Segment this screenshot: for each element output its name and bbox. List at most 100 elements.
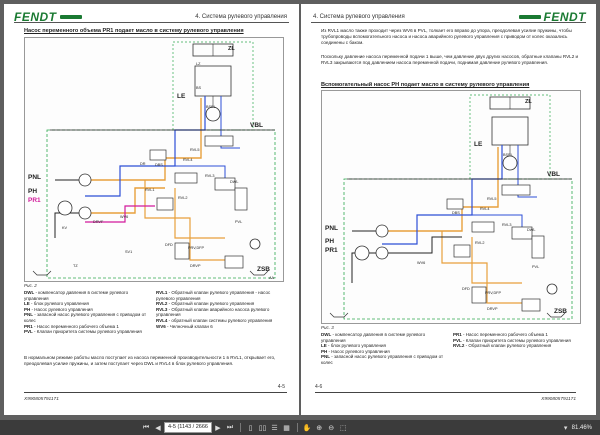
legend-item: PNL - запасной насос рулевого управления… (321, 354, 444, 365)
brand-logo: FENDT (14, 10, 82, 24)
label-dwl: DWL (527, 228, 536, 232)
figure-caption: Рис. 2 (24, 283, 37, 288)
label-dfd: DFD (165, 243, 173, 247)
legend-item: RVL4 - обратный клапан системы рулевого … (156, 317, 273, 323)
label-rvl5: RVL5 (190, 148, 200, 152)
chapter-title: 4. Система рулевого управления (313, 14, 405, 20)
legend-right: PR1 - Насос переменного рабочего объема … (453, 332, 579, 349)
page-number: 4-6 (315, 384, 323, 390)
label-rvl5: RVL5 (487, 197, 497, 201)
label-kv: KV (62, 226, 68, 230)
document-page-right: 4. Система рулевого управления FENDT Из … (301, 4, 596, 415)
last-page-button[interactable]: ⏭ (226, 423, 234, 431)
label-ph: PH (325, 238, 335, 245)
footer-rule (24, 392, 287, 393)
figure-caption: Рис. 3 (321, 325, 334, 330)
legend-left: DWL - компенсатор давления в системе рул… (24, 290, 148, 335)
label-wv6: WV6 (417, 261, 426, 265)
label-rvl3: RVL3 (205, 174, 215, 178)
label-sv1: SV1 (125, 250, 133, 254)
body-paragraph: Из RVL1 масло также проходит через WV6 в… (321, 28, 572, 45)
header-rule (14, 22, 289, 23)
label-zl: ZL (525, 99, 532, 105)
document-id: X990805791171 (541, 397, 576, 402)
legend-item: PR1 - Насос переменного рабочего объема … (24, 323, 119, 329)
label-zsb: ZSB (554, 308, 567, 315)
hand-tool-icon[interactable]: ✋ (302, 424, 312, 432)
legend-item: RVL2 - Обратный клапан рулевого управлен… (453, 343, 552, 349)
label-rvl4: RVL4 (480, 207, 490, 211)
label-rvl2: RVL2 (475, 241, 485, 245)
hydraulic-schematic-graphic (32, 41, 276, 279)
label-pvl: PVL (532, 265, 540, 269)
zoom-dropdown-icon[interactable]: ▾ (563, 424, 568, 432)
section-title: Насос переменного объема PR1 подает масл… (24, 28, 244, 34)
label-drvf: DRVF (93, 220, 104, 224)
header-rule (311, 22, 586, 23)
legend-item: DWL - компенсатор давления в системе рул… (321, 332, 426, 343)
legend-item: PR1 - Насос переменного рабочего объема … (453, 332, 548, 337)
legend-item: LE - блок рулевого управления (24, 301, 89, 307)
section-title: Вспомогательный насос PH подает масло в … (321, 82, 530, 88)
two-page-view-icon[interactable]: ▯▯ (258, 424, 267, 432)
label-le: LE (474, 141, 483, 148)
body-paragraph: В нормальном режиме работы масло поступа… (24, 355, 276, 366)
document-viewport[interactable]: FENDT 4. Система рулевого управления Нас… (0, 0, 600, 420)
legend-item: WV6 - Челночный клапан 6 (156, 323, 213, 329)
hydraulic-schematic-graphic (329, 94, 573, 320)
label-ph: PH (28, 188, 38, 195)
brand-logo: FENDT (518, 10, 587, 24)
brand-stripe-icon (59, 15, 82, 19)
legend-item: PVL - Клапан приоритета системы рулевого… (453, 337, 571, 343)
chapter-title: 4. Система рулевого управления (195, 14, 287, 20)
label-tz: TZ (73, 264, 78, 268)
fit-width-icon[interactable]: ⬚ (339, 424, 347, 432)
label-pr1: PR1 (28, 197, 41, 204)
label-aa: АА (269, 276, 275, 280)
label-pnl: PNL (28, 174, 41, 181)
next-page-button[interactable]: ▶ (215, 424, 221, 432)
legend-item: PH - Насос рулевого управления (321, 348, 390, 354)
label-drvp: DRVP (190, 264, 201, 268)
label-dwl: DWL (230, 180, 239, 184)
legend-item: DWL - компенсатор давления в системе рул… (24, 290, 129, 301)
label-zl: ZL (228, 46, 235, 52)
label-rvl3: RVL3 (502, 223, 512, 227)
toolbar-separator (239, 423, 241, 432)
label-wv6: WV6 (120, 215, 129, 219)
legend-item: PVL - Клапан приоритета системы рулевого… (24, 329, 142, 335)
single-page-view-icon[interactable]: ▯ (248, 424, 253, 432)
continuous-view-icon[interactable]: ☰ (271, 424, 278, 432)
label-drvp: DRVP (487, 307, 498, 311)
label-pvl: PVL (235, 220, 243, 224)
label-prv-dfp: PRV,DFP (485, 291, 502, 295)
hydraulic-diagram: ZL LE LZ BS BSEL VBL RVL5 RVL4 DBS DR RV… (24, 37, 284, 282)
footer-rule (315, 392, 576, 393)
document-page-left: FENDT 4. Система рулевого управления Нас… (4, 4, 299, 415)
page-number-field[interactable]: 4-5 (1143 / 2666 (164, 422, 212, 433)
zoom-out-icon[interactable]: ⊖ (328, 424, 335, 432)
brand-logo-text: FENDT (543, 10, 586, 24)
label-bsel: BSEL (503, 153, 513, 157)
label-le: LE (177, 93, 186, 100)
legend-left: DWL - компенсатор давления в системе рул… (321, 332, 445, 366)
thumbnails-icon[interactable]: ▦ (283, 424, 290, 432)
zoom-in-icon[interactable]: ⊕ (316, 424, 323, 432)
label-pnl: PNL (325, 225, 338, 232)
label-zsb: ZSB (257, 266, 270, 273)
legend-item: LE - блок рулевого управления (321, 343, 386, 349)
label-pr1: PR1 (325, 247, 338, 254)
toolbar-separator (296, 423, 298, 432)
label-rvl1: RVL1 (145, 188, 155, 192)
page-number: 4-5 (277, 384, 285, 390)
legend-right: RVL1 - Обратный клапан рулевого управлен… (156, 290, 282, 329)
legend-item: RVL3 - Обратный клапан аварийного насоса… (156, 306, 270, 318)
legend-item: PNL - запасной насос рулевого управления… (24, 312, 147, 323)
label-rvl4: RVL4 (183, 158, 193, 162)
label-bsel: BSEL (206, 105, 216, 109)
zoom-level[interactable]: 81.46% (571, 424, 592, 431)
label-dr: DR (140, 162, 146, 166)
first-page-button[interactable]: ⏮ (142, 423, 150, 431)
previous-page-button[interactable]: ◀ (155, 424, 161, 432)
label-bs: BS (196, 86, 202, 90)
